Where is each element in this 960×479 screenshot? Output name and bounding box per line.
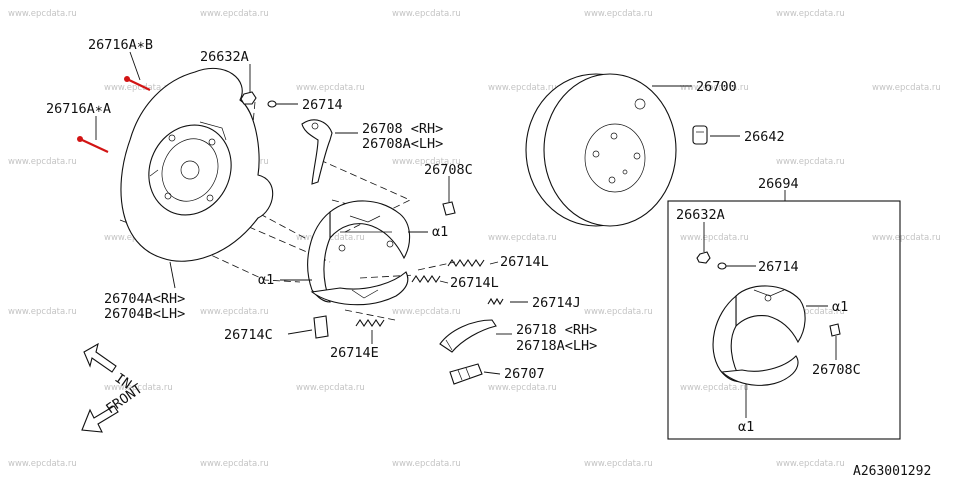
watermark: www.epcdata.ru [872, 83, 941, 93]
callout-labels: 26716A∗B 26716A∗A 26632A 26714 26708 <RH… [46, 37, 861, 435]
callout-26718A-lh: 26718A<LH> [516, 338, 597, 354]
spring-26714L-upper[interactable] [447, 259, 485, 267]
spring-26714E[interactable] [355, 319, 385, 327]
brake-disc-rotor[interactable] [525, 73, 677, 227]
shoe-kit-box [667, 200, 901, 440]
callout-26704A-rh: 26704A<RH> [104, 291, 185, 307]
callout-26700: 26700 [696, 79, 737, 95]
callout-kit-alpha1: α1 [832, 299, 848, 315]
kit-nut-26632A[interactable] [696, 251, 711, 264]
leader-lines [95, 51, 837, 418]
washer-26714[interactable] [267, 100, 277, 108]
callout-26714: 26714 [302, 97, 343, 113]
callout-26632A: 26632A [200, 49, 249, 65]
callout-26707: 26707 [504, 366, 545, 382]
watermark: www.epcdata.ru [104, 83, 173, 93]
callout-kit-26714: 26714 [758, 259, 799, 275]
kit-pin-26708C[interactable] [829, 323, 841, 337]
watermark: www.epcdata.ru [296, 383, 365, 393]
callout-26708A-lh: 26708A<LH> [362, 136, 443, 152]
callout-alpha1-upper: α1 [432, 224, 448, 240]
in-arrow-label: IN [112, 370, 135, 392]
watermark: www.epcdata.ru [584, 9, 653, 19]
screw-26716AA[interactable] [77, 136, 109, 153]
callout-26708C: 26708C [424, 162, 473, 178]
watermark: www.epcdata.ru [200, 9, 269, 19]
callout-kit-26708C: 26708C [812, 362, 861, 378]
callout-26718-rh: 26718 <RH> [516, 322, 597, 338]
watermark: www.epcdata.ru [584, 459, 653, 469]
callout-26714J: 26714J [532, 295, 581, 311]
watermark: www.epcdata.ru [8, 307, 77, 317]
watermark: www.epcdata.ru [776, 9, 845, 19]
nut-26632A[interactable] [240, 91, 257, 105]
in-direction-arrow: IN [83, 342, 135, 393]
callout-26714L-b: 26714L [450, 275, 499, 291]
watermark: www.epcdata.ru [8, 9, 77, 19]
watermark: www.epcdata.ru [392, 157, 461, 167]
watermark: www.epcdata.ru [392, 459, 461, 469]
watermark: www.epcdata.ru [200, 307, 269, 317]
watermark: www.epcdata.ru [8, 459, 77, 469]
screw-26716AB[interactable] [124, 76, 151, 91]
watermark: www.epcdata.ru [296, 83, 365, 93]
watermark: www.epcdata.ru [8, 157, 77, 167]
watermark: www.epcdata.ru [488, 383, 557, 393]
watermark: www.epcdata.ru [776, 157, 845, 167]
watermark: www.epcdata.ru [680, 233, 749, 243]
kit-washer-26714[interactable] [717, 262, 727, 270]
callout-26716AA: 26716A∗A [46, 101, 111, 117]
watermark: www.epcdata.ru [584, 307, 653, 317]
watermark: www.epcdata.ru [488, 83, 557, 93]
clip-26714C[interactable] [313, 315, 329, 339]
brake-shoe-assembly[interactable] [307, 200, 411, 306]
callout-26714C: 26714C [224, 327, 273, 343]
callout-26714L-a: 26714L [500, 254, 549, 270]
backing-plate[interactable] [120, 67, 274, 262]
callout-kit-alpha1-bottom: α1 [738, 419, 754, 435]
spring-26714L-lower[interactable] [411, 275, 441, 283]
watermark: www.epcdata.ru [680, 83, 749, 93]
kit-brake-shoes[interactable] [712, 285, 806, 386]
callout-26704B-lh: 26704B<LH> [104, 306, 185, 322]
callout-26716AB: 26716A∗B [88, 37, 153, 53]
watermark: www.epcdata.ru [680, 383, 749, 393]
watermark: www.epcdata.ru [488, 233, 557, 243]
callout-kit-26632A: 26632A [676, 207, 725, 223]
watermark: www.epcdata.ru [104, 383, 173, 393]
watermark: www.epcdata.ru [392, 9, 461, 19]
spring-26714J[interactable] [487, 297, 504, 306]
callout-26708-rh: 26708 <RH> [362, 121, 443, 137]
diagram-code: A263001292 [853, 464, 931, 479]
callout-26714E: 26714E [330, 345, 379, 361]
callout-26694: 26694 [758, 176, 799, 192]
lever-26708[interactable] [301, 119, 333, 185]
watermark: www.epcdata.ru [776, 307, 845, 317]
adjuster-26707[interactable] [449, 363, 483, 385]
strut-26718[interactable] [439, 319, 497, 353]
pin-26708C[interactable] [442, 201, 456, 216]
callout-alpha1-left: α1 [258, 272, 274, 288]
watermark: www.epcdata.ru [776, 459, 845, 469]
plug-26642[interactable] [692, 125, 708, 145]
watermark: www.epcdata.ru [872, 233, 941, 243]
watermark: www.epcdata.ru [392, 307, 461, 317]
watermark: www.epcdata.ru [200, 459, 269, 469]
callout-26642: 26642 [744, 129, 785, 145]
